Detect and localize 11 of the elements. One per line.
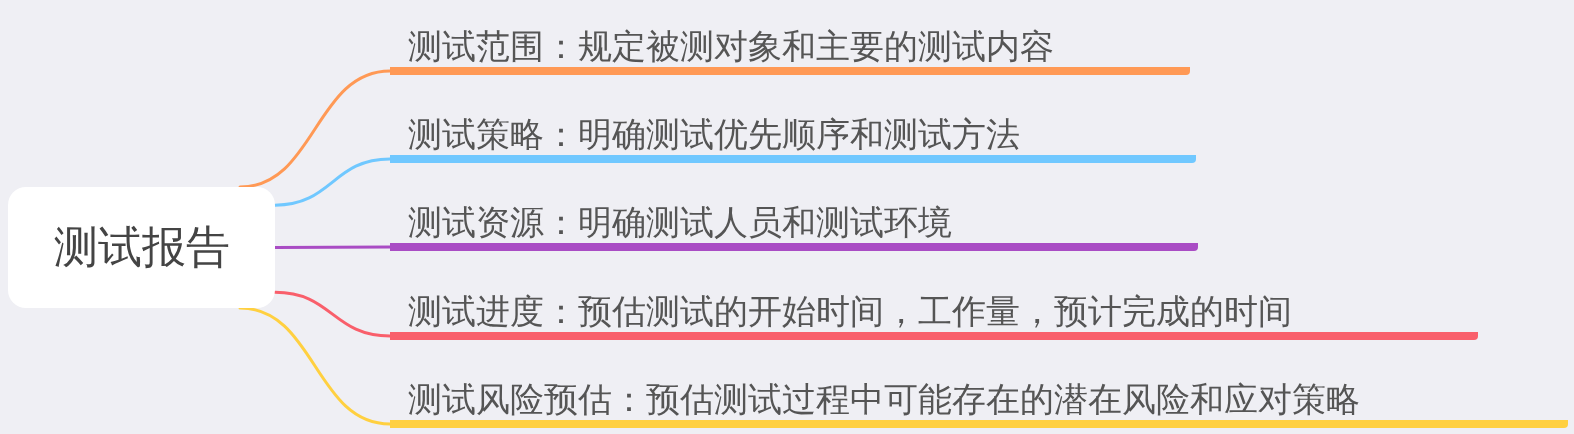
branch-topic: 测试资源：明确测试人员和测试环境 bbox=[390, 194, 1198, 251]
branch-line bbox=[238, 69, 392, 189]
branch-topic: 测试风险预估：预估测试过程中可能存在的潜在风险和应对策略 bbox=[390, 371, 1568, 428]
root-topic-box: 测试报告 bbox=[8, 187, 275, 308]
branch-line bbox=[273, 157, 392, 207]
branch-line bbox=[273, 290, 392, 338]
branch-topic: 测试策略：明确测试优先顺序和测试方法 bbox=[390, 106, 1196, 163]
branch-line bbox=[273, 245, 392, 249]
branch-topic: 测试进度：预估测试的开始时间，工作量，预计完成的时间 bbox=[390, 283, 1478, 340]
branch-line bbox=[238, 306, 392, 426]
branch-topic: 测试范围：规定被测对象和主要的测试内容 bbox=[390, 18, 1190, 75]
